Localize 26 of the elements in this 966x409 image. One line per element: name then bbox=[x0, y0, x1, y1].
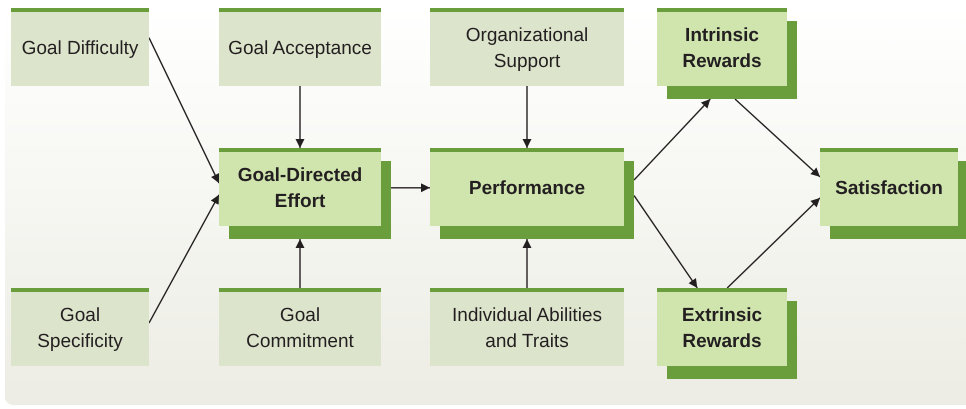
box-label: Extrinsic Rewards bbox=[680, 304, 764, 354]
factor-box bbox=[11, 288, 149, 366]
arrow bbox=[522, 239, 532, 288]
arrow bbox=[148, 194, 220, 324]
arrow bbox=[296, 86, 304, 148]
arrow bbox=[726, 197, 820, 288]
box-label: Performance bbox=[468, 177, 586, 201]
box-label: Goal-Directed Effort bbox=[236, 164, 364, 214]
factor-box bbox=[430, 8, 624, 86]
box-label: Goal Commitment bbox=[245, 304, 355, 354]
box-label: Goal Acceptance bbox=[227, 37, 373, 61]
arrow bbox=[522, 86, 532, 148]
box-label: Goal Difficulty bbox=[20, 37, 140, 61]
factor-box bbox=[219, 8, 381, 86]
factor-box bbox=[11, 8, 149, 86]
factor-box bbox=[219, 288, 381, 366]
box-label: Organizational Support bbox=[464, 24, 590, 74]
box-label: Goal Specificity bbox=[36, 304, 124, 354]
box-label: Individual Abilities and Traits bbox=[451, 304, 603, 354]
box-label: Intrinsic Rewards bbox=[681, 24, 763, 74]
arrow bbox=[391, 183, 430, 192]
factor-box bbox=[430, 288, 624, 366]
arrow bbox=[148, 37, 220, 184]
arrow bbox=[296, 239, 304, 288]
box-label: Satisfaction bbox=[834, 177, 944, 201]
arrow bbox=[634, 195, 698, 288]
